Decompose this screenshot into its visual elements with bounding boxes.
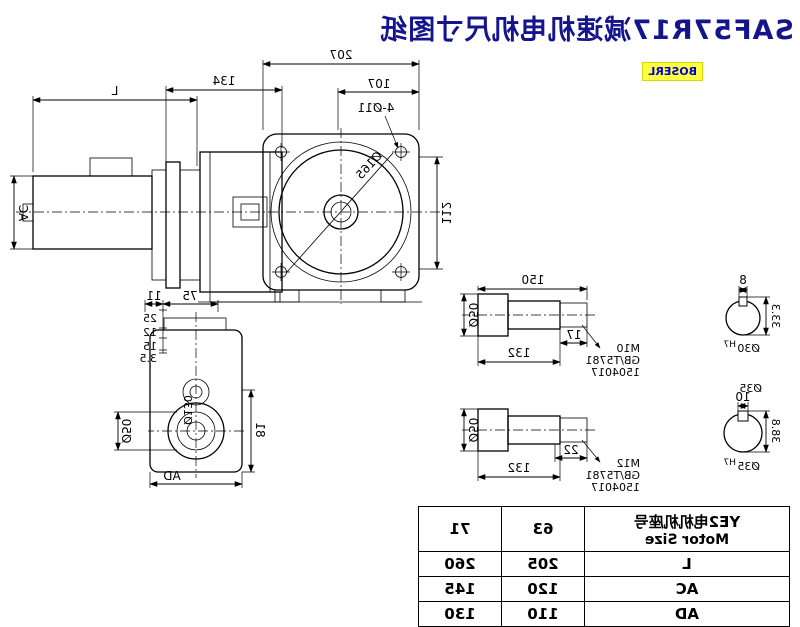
dim-d50-lower: Ø50 xyxy=(466,418,480,443)
dim-flange-diameter: Ø165 xyxy=(353,149,385,182)
dim-bore-d50: Ø50 xyxy=(119,419,133,444)
dim-38-8: 38.8 xyxy=(769,419,782,444)
row-l-71: 260 xyxy=(418,551,502,577)
dim-81: 81 xyxy=(253,422,267,437)
bore-d35-tolerance: H7 xyxy=(724,458,737,468)
row-ad-label: AD xyxy=(584,601,790,627)
front-view-dimensions: 207 107 4-Ø11 112 xyxy=(262,48,453,270)
dim-chain-12: 12 xyxy=(143,326,157,339)
keyway-section-lower: Ø35 10 Ø35 H7 38.8 xyxy=(723,382,782,473)
table-row-ad: AD 110 130 xyxy=(418,601,790,627)
row-ac-63: 120 xyxy=(501,576,585,602)
row-ac-label: AC xyxy=(584,576,790,602)
row-ac-71: 145 xyxy=(418,576,502,602)
dim-ad: AD xyxy=(163,469,180,483)
table-col-63: 63 xyxy=(501,506,585,552)
row-l-63: 205 xyxy=(501,551,585,577)
row-ad-71: 130 xyxy=(418,601,502,627)
dim-bolt-holes: 4-Ø11 xyxy=(358,101,395,115)
motor-size-table: YE2电机机座号 Motor Size 63 71 L 205 260 AC 1… xyxy=(418,506,790,627)
upper-shaft-detail: 150 17 132 Ø50 M10 GB/T5781 1504017 xyxy=(460,273,640,379)
side-view-dimensions: 134 L AC xyxy=(10,74,283,250)
dim-33-3: 33.3 xyxy=(769,304,782,329)
dim-134: 134 xyxy=(213,74,236,88)
dim-key-width-10: 10 xyxy=(735,390,750,404)
output-flange-detail: 75 11 25 12 15 3.5 81 AD Ø50 Ø130 xyxy=(114,289,267,488)
dim-motor-length: L xyxy=(111,84,118,98)
shaft-label-d35: Ø35 xyxy=(739,382,762,395)
row-ad-63: 110 xyxy=(501,601,585,627)
table-header-label: YE2电机机座号 Motor Size xyxy=(584,506,790,552)
dim-d50-upper: Ø50 xyxy=(466,303,480,328)
dim-112: 112 xyxy=(439,202,453,225)
gearbox-side-view xyxy=(151,151,283,303)
dim-chain-3-5: 3.5 xyxy=(140,352,158,365)
thread-callout-m10: M10 xyxy=(617,342,641,355)
dim-75: 75 xyxy=(182,289,197,303)
dim-11: 11 xyxy=(146,289,161,303)
thread-code-upper: 1504017 xyxy=(591,366,640,379)
bore-d35: Ø35 xyxy=(737,460,760,473)
thread-standard-lower: GB/T5781 xyxy=(586,469,641,482)
dim-motor-diameter: AC xyxy=(16,205,30,221)
dim-207: 207 xyxy=(330,48,353,62)
dim-key-width-8: 8 xyxy=(739,273,747,287)
dim-bolt-circle-d130: Ø130 xyxy=(181,395,194,425)
dim-22: 22 xyxy=(563,443,578,457)
dim-17: 17 xyxy=(566,328,581,342)
table-col-71: 71 xyxy=(418,506,502,552)
thread-code-lower: 1504017 xyxy=(591,481,640,494)
thread-callout-m12: M12 xyxy=(617,457,641,470)
dim-132-upper: 132 xyxy=(508,346,531,360)
motor-side-view xyxy=(15,157,440,250)
dim-107: 107 xyxy=(368,77,391,91)
table-row-ac: AC 120 145 xyxy=(418,576,790,602)
thread-standard-upper: GB/T5781 xyxy=(586,354,641,367)
bore-d30-tolerance: H7 xyxy=(724,340,737,350)
row-l-label: L xyxy=(584,551,790,577)
dim-chain-25: 25 xyxy=(143,312,157,325)
dim-132-lower: 132 xyxy=(508,461,531,475)
table-header-en: Motor Size xyxy=(644,531,730,548)
dim-150: 150 xyxy=(522,273,545,287)
table-header-row: YE2电机机座号 Motor Size 63 71 xyxy=(418,506,790,552)
keyway-section-upper: 8 Ø30 H7 33.3 xyxy=(724,273,783,355)
table-header-cn: YE2电机机座号 xyxy=(633,512,741,531)
gearbox-front-view: Ø165 xyxy=(198,128,422,304)
table-row-l: L 205 260 xyxy=(418,551,790,577)
bore-d30: Ø30 xyxy=(737,342,760,355)
dim-chain-15: 15 xyxy=(143,340,157,353)
lower-shaft-detail: 22 132 Ø50 M12 GB/T5781 1504017 xyxy=(460,408,641,494)
